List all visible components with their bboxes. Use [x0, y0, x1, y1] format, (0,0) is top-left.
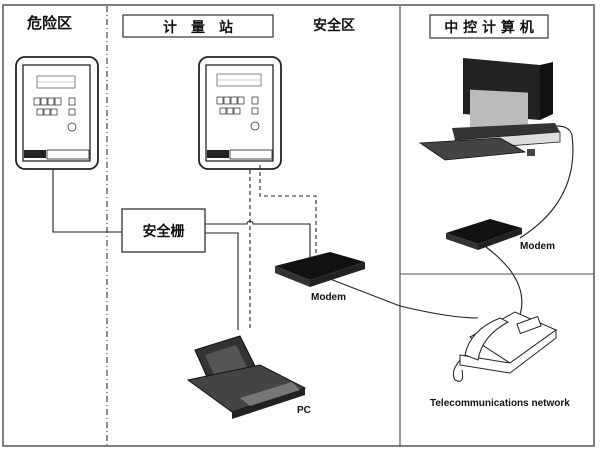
outer-frame: [2, 4, 595, 447]
pc-label: PC: [297, 405, 311, 416]
modem-right-icon: [446, 219, 522, 250]
safety-barrier-box: [121, 208, 206, 253]
metering-station-box: [122, 14, 274, 38]
pc-laptop-icon: [186, 335, 307, 419]
telephone-icon: [452, 311, 558, 382]
desktop-computer-icon: [418, 58, 561, 161]
zone-label-hazardous: 危险区: [27, 14, 73, 32]
dashed-link: [249, 165, 317, 330]
zone-label-control-computer: 中 控 计 算 机: [444, 20, 534, 36]
zone-label-safe: 安全区: [313, 18, 355, 34]
modem-left-label: Modem: [311, 292, 346, 303]
wiring: [52, 125, 574, 330]
safety-barrier-label: 安全栅: [142, 224, 185, 240]
flow-computer-station: [198, 56, 282, 170]
modem-left-icon: [275, 252, 365, 287]
flow-computer-hazardous: [15, 56, 99, 170]
telecom-label: Telecommunications network: [430, 398, 570, 409]
control-computer-box: [429, 14, 549, 39]
zone-label-metering-station: 计 量 站: [163, 20, 233, 36]
modem-right-label: Modem: [520, 241, 555, 252]
